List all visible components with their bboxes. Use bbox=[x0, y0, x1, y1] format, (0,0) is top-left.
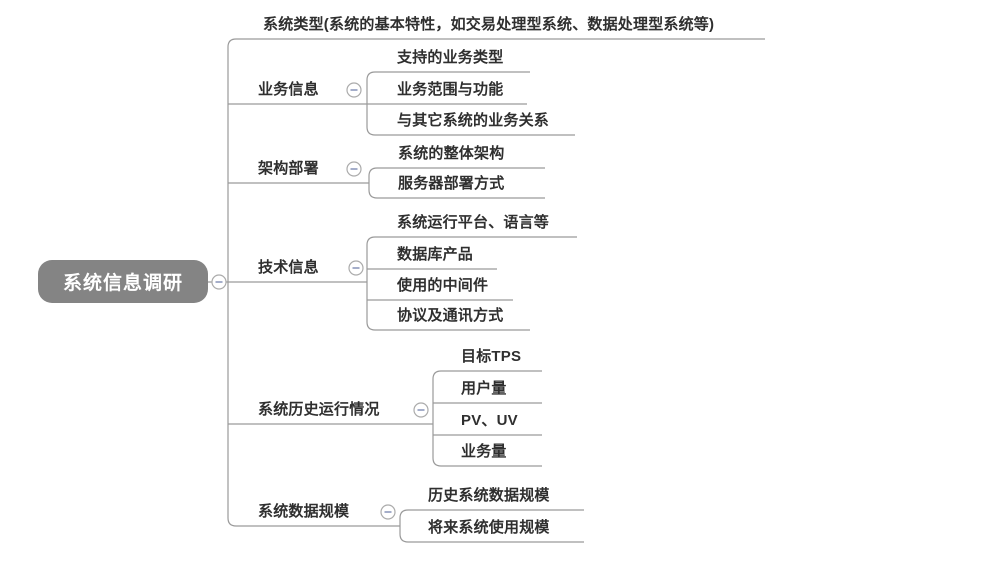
subtopic-label[interactable]: 业务量 bbox=[461, 443, 507, 460]
connector-line bbox=[432, 457, 542, 467]
connector-line bbox=[368, 189, 545, 199]
root-node[interactable]: 系统信息调研 bbox=[38, 260, 208, 303]
subtopic-label[interactable]: 服务器部署方式 bbox=[398, 175, 505, 192]
connector-line bbox=[366, 236, 577, 246]
root-label: 系统信息调研 bbox=[62, 273, 183, 294]
subtopic-label[interactable]: 与其它系统的业务关系 bbox=[397, 112, 550, 129]
subtopic-label[interactable]: PV、UV bbox=[461, 412, 518, 429]
connector-line bbox=[227, 38, 237, 48]
subtopic-label[interactable]: 目标TPS bbox=[461, 348, 522, 365]
connector-line bbox=[366, 321, 530, 331]
branch-label[interactable]: 系统数据规模 bbox=[258, 503, 350, 520]
subtopic-label[interactable]: 将来系统使用规模 bbox=[428, 519, 550, 536]
connector-line bbox=[432, 370, 542, 380]
branch-label[interactable]: 技术信息 bbox=[258, 259, 319, 276]
subtopic-label[interactable]: 系统运行平台、语言等 bbox=[397, 214, 550, 231]
subtopic-label[interactable]: 数据库产品 bbox=[397, 246, 474, 263]
connector-line bbox=[399, 509, 584, 519]
subtopic-label[interactable]: 用户量 bbox=[461, 380, 507, 397]
subtopic-label[interactable]: 使用的中间件 bbox=[397, 277, 489, 294]
branch-label[interactable]: 架构部署 bbox=[258, 160, 319, 177]
branch-label[interactable]: 系统历史运行情况 bbox=[258, 401, 380, 418]
connector-line bbox=[399, 533, 584, 543]
branch-label[interactable]: 系统类型(系统的基本特性，如交易处理型系统、数据处理型系统等) bbox=[263, 16, 715, 33]
subtopic-label[interactable]: 历史系统数据规模 bbox=[428, 487, 550, 504]
subtopic-label[interactable]: 支持的业务类型 bbox=[397, 49, 504, 66]
subtopic-label[interactable]: 协议及通讯方式 bbox=[397, 307, 504, 324]
connector-line bbox=[368, 167, 545, 177]
connector-line bbox=[227, 517, 237, 527]
connector-line bbox=[366, 126, 575, 136]
branch-label[interactable]: 业务信息 bbox=[258, 81, 319, 98]
subtopic-label[interactable]: 系统的整体架构 bbox=[398, 145, 505, 162]
subtopic-label[interactable]: 业务范围与功能 bbox=[397, 81, 504, 98]
connector-line bbox=[366, 71, 530, 81]
